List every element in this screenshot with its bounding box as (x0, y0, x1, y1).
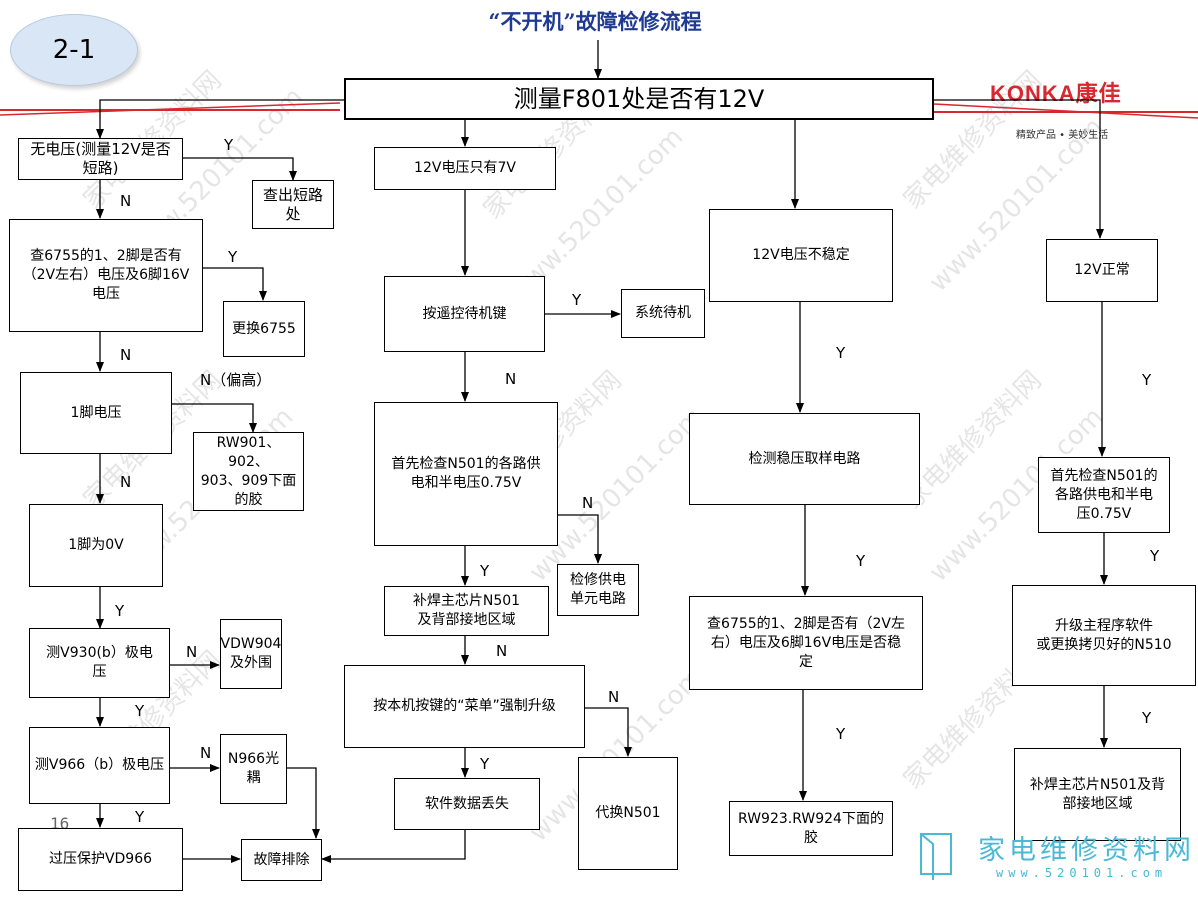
watermark-logo-text: 家电维修资料网 (978, 835, 1195, 866)
node-force-upgrade-menu: 按本机按键的“菜单”强制升级 (344, 665, 585, 748)
node-find-short: 查出短路 处 (252, 180, 334, 229)
node-software-data-lost: 软件数据丢失 (394, 778, 540, 830)
edge-label-no: N (120, 473, 132, 491)
node-check-6755-b: 查6755的1、2脚是否有（2V左 右）电压及6脚16V电压是否稳 定 (689, 596, 923, 690)
node-12v-only-7v: 12V电压只有7V (374, 147, 556, 190)
edge-label-yes: Y (228, 248, 238, 266)
node-pin1-zero: 1脚为0V (29, 504, 163, 587)
edge-label-yes: Y (1142, 371, 1152, 389)
node-rw923-glue: RW923.RW924下面的 胶 (729, 801, 893, 856)
node-check-n501-a: 首先检查N501的各路供 电和半电压0.75V (374, 402, 558, 546)
node-measure-v966: 测V966（b）极电压 (29, 727, 170, 804)
edge-label-no: N (120, 346, 132, 364)
edge-label-no: N (186, 643, 198, 661)
edge-label-yes: Y (224, 136, 234, 154)
node-press-remote-standby: 按遥控待机键 (384, 276, 545, 352)
node-pin1-voltage: 1脚电压 (20, 372, 172, 454)
node-rw901-glue: RW901、902、 903、909下面 的胶 (193, 432, 304, 511)
edge-label-no: N (608, 688, 620, 706)
edge-label-no: N (582, 494, 594, 512)
node-check-sampling-circuit: 检测稳压取样电路 (689, 413, 920, 505)
edge-label-yes: Y (572, 291, 582, 309)
node-check-n501-b: 首先检查N501的 各路供电和半电 压0.75V (1038, 457, 1170, 533)
edge-label-no: N (496, 642, 508, 660)
node-fault-cleared: 故障排除 (241, 839, 322, 881)
slide-badge: 2-1 (10, 14, 138, 86)
watermark-logo-icon (920, 833, 952, 880)
node-upgrade-firmware: 升级主程序软件 或更换拷贝好的N510 (1012, 585, 1196, 686)
node-replace-n501: 代换N501 (578, 757, 678, 870)
header-rule (0, 102, 341, 116)
node-measure-v930: 测V930(b）极电 压 (29, 628, 170, 698)
header-rule (933, 103, 1198, 119)
page-title: “不开机”故障检修流程 (488, 9, 702, 34)
edge-label-no: N (505, 370, 517, 388)
node-measure-f801: 测量F801处是否有12V (344, 78, 934, 120)
edge-label-yes: Y (480, 755, 490, 773)
node-resolder-n501-a: 补焊主芯片N501 及背部接地区域 (384, 586, 549, 636)
node-vdw904: VDW904 及外围 (220, 619, 282, 689)
node-no-voltage: 无电压(测量12V是否 短路) (18, 138, 183, 180)
edge-label-no: N (120, 192, 132, 210)
edge-label-yes: Y (135, 702, 145, 720)
node-replace-6755: 更换6755 (223, 301, 305, 357)
edge-label-yes: Y (115, 602, 125, 620)
edge-label-yes: Y (1150, 547, 1160, 565)
node-vd966-protection: 过压保护VD966 (18, 828, 183, 891)
node-repair-supply: 检修供电 单元电路 (557, 564, 639, 616)
edge-label-no: N (200, 744, 212, 762)
node-12v-normal: 12V正常 (1046, 239, 1158, 302)
node-n966-optocoupler: N966光 耦 (220, 734, 287, 804)
watermark-logo-url: www.520101.com (996, 866, 1168, 880)
edge-label-yes: Y (480, 562, 490, 580)
node-check-6755-a: 查6755的1、2脚是否有 （2V左右）电压及6脚16V 电压 (9, 219, 203, 332)
edge-label-yes: Y (836, 344, 846, 362)
brand-slogan: 精致产品 • 美妙生活 (1016, 130, 1109, 141)
brand-logo: KONKA康佳 (990, 81, 1122, 106)
node-resolder-n501-b: 补焊主芯片N501及背 部接地区域 (1014, 748, 1181, 841)
edge-label-yes: Y (856, 552, 866, 570)
node-12v-unstable: 12V电压不稳定 (709, 209, 893, 302)
edge-label-yes: Y (135, 808, 145, 826)
edge-label-no-high: N（偏高） (200, 371, 272, 389)
edge-label-yes: Y (1142, 709, 1152, 727)
node-system-standby: 系统待机 (621, 289, 705, 338)
edge-label-yes: Y (836, 725, 846, 743)
